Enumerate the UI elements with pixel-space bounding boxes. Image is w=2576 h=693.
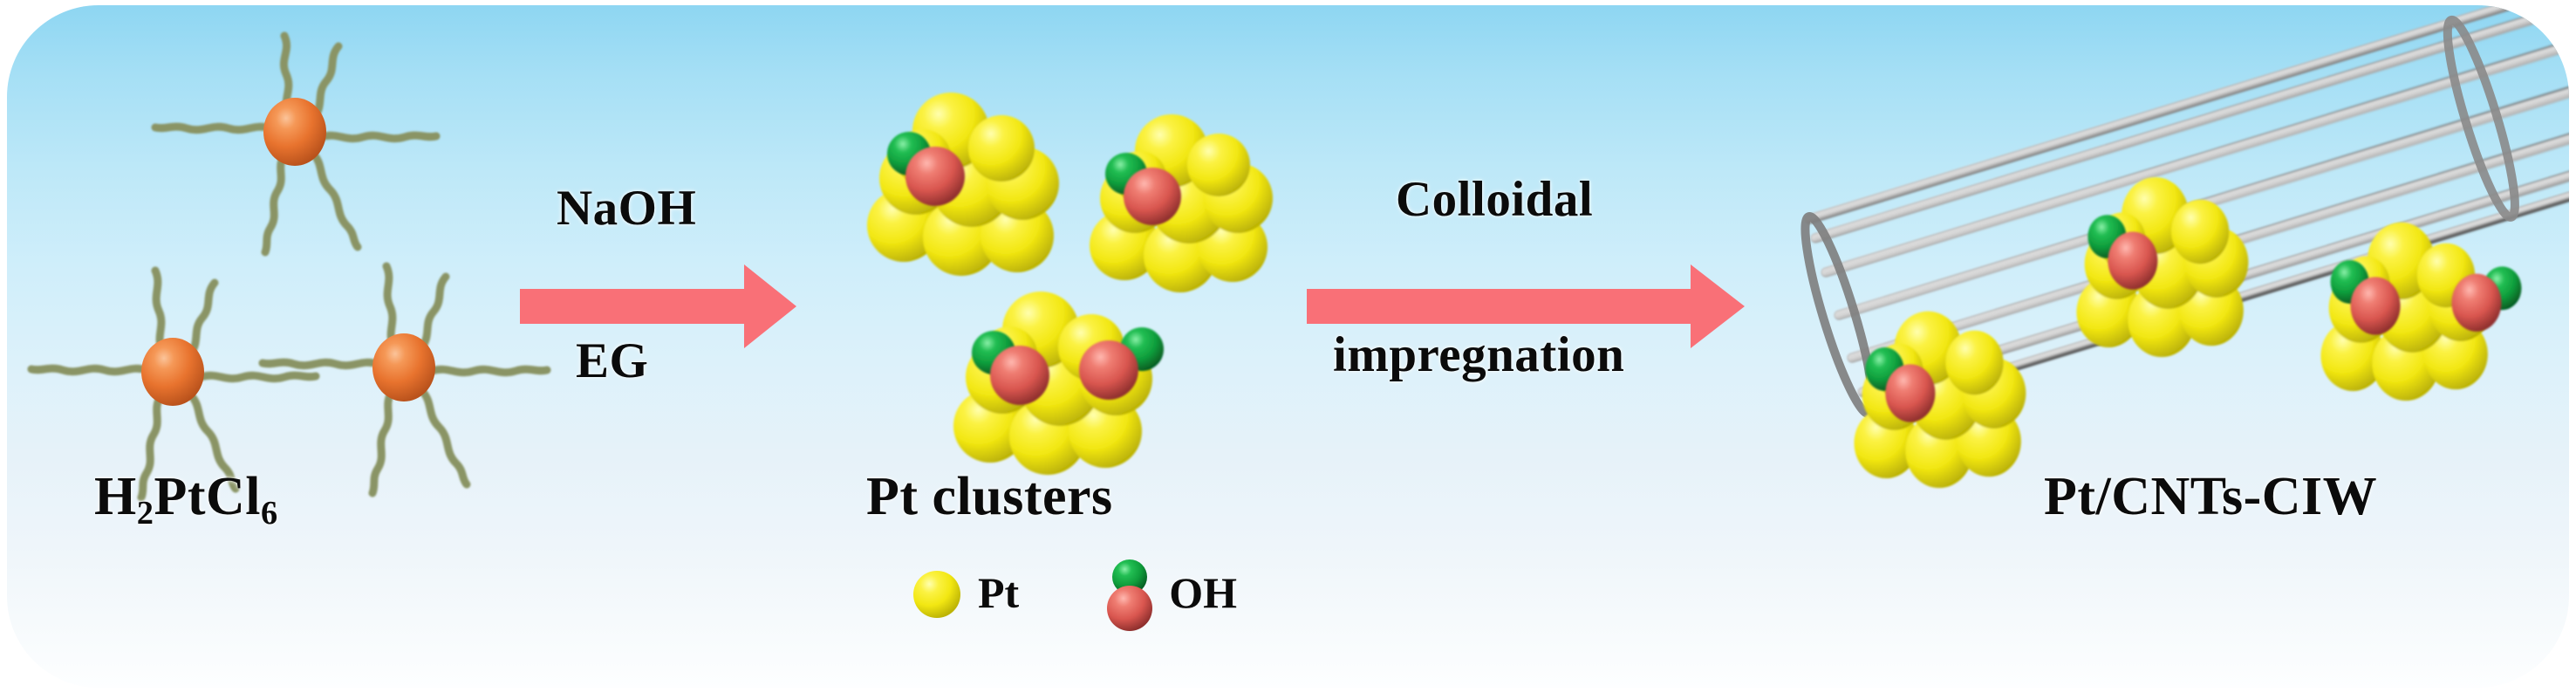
legend-label-oh: OH [1169, 568, 1237, 617]
pt-cluster [1090, 114, 1273, 292]
figure-panel: H2PtCl6 Pt clusters Pt/CNTs-CIW NaOH EG … [7, 5, 2569, 688]
oh-group [1865, 347, 1936, 422]
pt-cluster-on-cnt [2076, 176, 2249, 358]
oh-pair-icon [1107, 559, 1153, 631]
arrow-naoh-eg [520, 264, 796, 348]
legend-item-pt: Pt [910, 566, 1019, 620]
oh-group [887, 132, 965, 206]
cnt-support [1800, 5, 2569, 489]
arrow-colloidal-impregnation [1307, 264, 1745, 348]
precursor-molecule [27, 266, 320, 502]
pt-cluster [867, 93, 1059, 276]
precursor-label-sub1: 2 [136, 494, 154, 532]
pt-clusters-free [867, 93, 1273, 475]
legend-item-oh: OH [1104, 554, 1237, 631]
figure-graphics [27, 5, 2569, 502]
precursor-core [263, 98, 326, 166]
arrow2-below-label: impregnation [1333, 327, 1625, 382]
oh-group [1105, 153, 1181, 225]
precursor-molecule [258, 262, 551, 497]
oh-group [1079, 327, 1164, 400]
arrow1-above-label: NaOH [557, 181, 697, 236]
oh-group [972, 331, 1049, 405]
arrow1-below-label: EG [576, 333, 649, 388]
pt-cluster-on-cnt [1854, 311, 2026, 489]
pt-cluster [953, 292, 1164, 475]
precursor-label-main: H [94, 467, 137, 526]
cnt-rim-right [2443, 15, 2519, 222]
pt-sphere-icon [913, 571, 960, 618]
oh-group [2451, 266, 2522, 332]
product-label: Pt/CNTs-CIW [2044, 467, 2378, 526]
precursor-label-sub2: 6 [260, 494, 278, 532]
oh-group [2087, 215, 2158, 290]
arrow2-above-label: Colloidal [1396, 172, 1594, 227]
precursor-label-mid: PtCl [154, 467, 261, 526]
precursor-molecules [27, 31, 551, 502]
legend: Pt [910, 559, 1237, 631]
pt-cluster-on-cnt [2320, 222, 2522, 401]
precursor-core [141, 338, 204, 406]
precursor-core [372, 333, 435, 401]
oh-group [2330, 260, 2401, 335]
clusters-label: Pt clusters [866, 467, 1113, 526]
precursor-molecule [151, 31, 441, 257]
precursor-label: H2PtCl6 [94, 466, 278, 532]
legend-label-pt: Pt [978, 568, 1020, 617]
